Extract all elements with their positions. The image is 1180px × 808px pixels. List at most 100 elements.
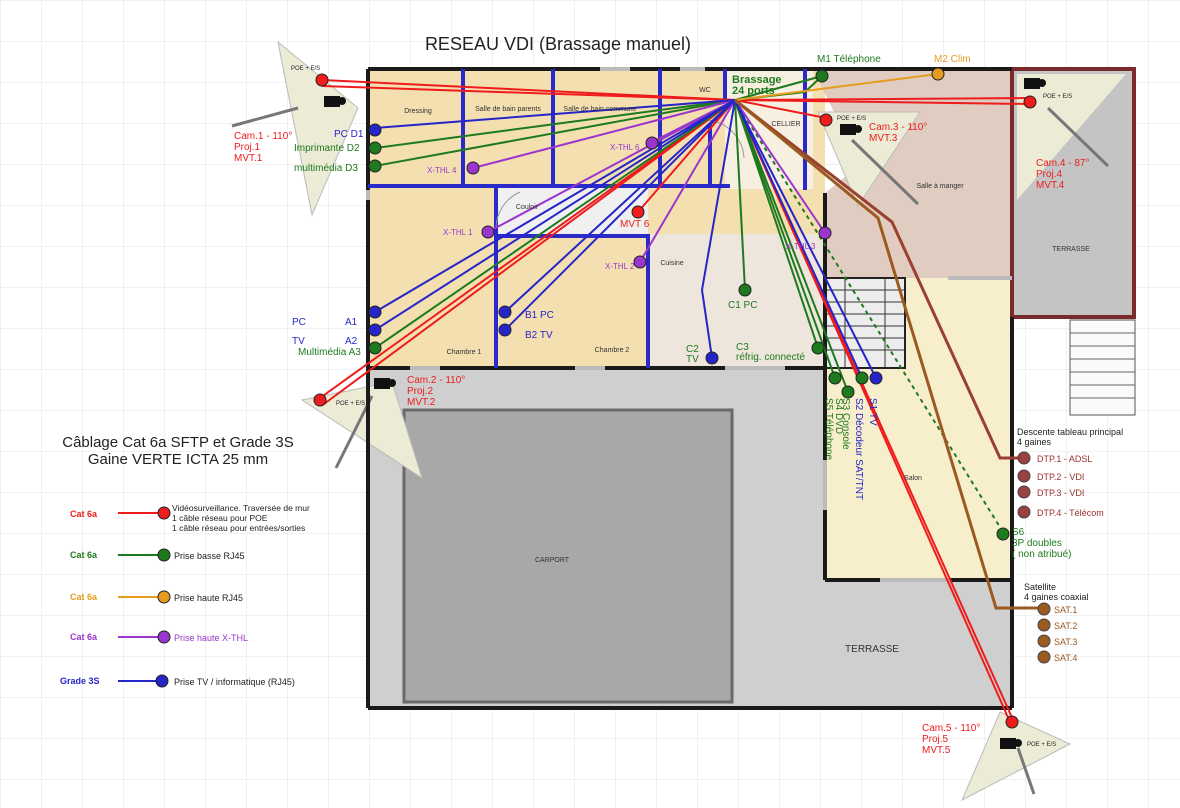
room-carport: CARPORT xyxy=(535,557,570,564)
cam4-label3: MVT.4 xyxy=(1036,180,1065,191)
room-couloir: Couloir xyxy=(516,204,539,211)
descente-title1: Descente tableau principal xyxy=(1017,427,1123,437)
legend-cable-red: Cat 6a xyxy=(70,509,98,519)
xthl2-label: X-THL 2 xyxy=(605,262,635,271)
multimedia-d3-label: multimédia D3 xyxy=(294,163,358,174)
cam4-label1: Cam.4 - 87° xyxy=(1036,158,1089,169)
door-arc xyxy=(495,191,521,229)
dtp4-label: DTP.4 - Télécom xyxy=(1037,508,1104,518)
legend-item-red: Cat 6a Vidéosurveillance. Traversée de m… xyxy=(70,503,310,533)
cam5-poe: POE + E/S xyxy=(1027,742,1056,748)
legend-title2: Gaine VERTE ICTA 25 mm xyxy=(88,451,268,468)
salon-s-labels: S1 TV S2 Décodeur SAT/TNT S3 Console S4 … xyxy=(823,398,878,500)
sat1-label: SAT.1 xyxy=(1054,605,1077,615)
outlet-labels: M1 Téléphone M2 Clim PC D1 Imprimante D2… xyxy=(292,54,1071,560)
cam2-label2: Proj.2 xyxy=(407,386,434,397)
c2-label-line1: C2 xyxy=(686,344,699,355)
s4-label: S4 DVD xyxy=(833,398,844,434)
m1-label: M1 Téléphone xyxy=(817,54,881,65)
page-title: RESEAU VDI (Brassage manuel) xyxy=(425,34,691,54)
sat3-label: SAT.3 xyxy=(1054,637,1077,647)
room-chambre2: Chambre 2 xyxy=(595,347,630,354)
room-labels: Dressing Salle de bain parents Salle de … xyxy=(404,87,1090,564)
legend-title1: Câblage Cat 6a SFTP et Grade 3S xyxy=(62,434,294,451)
room-cellier: CELLIER xyxy=(771,121,800,128)
legend-desc-red-1: Vidéosurveillance. Traversée de mur xyxy=(172,503,310,513)
room-terrasse-top: TERRASSE xyxy=(1052,246,1090,253)
sat2-label: SAT.2 xyxy=(1054,621,1077,631)
cam4-camera-icon xyxy=(1024,78,1046,89)
room-chambre1: Chambre 1 xyxy=(447,349,482,356)
pc-d1-label: PC D1 xyxy=(334,129,364,140)
s6-label-line1: S6 xyxy=(1012,527,1025,538)
cam5-camera-icon xyxy=(1000,738,1022,749)
cam1-label3: MVT.1 xyxy=(234,153,263,164)
sat4-label: SAT.4 xyxy=(1054,653,1077,663)
camera-arrows xyxy=(231,106,1110,795)
outlet-dots xyxy=(313,67,1037,729)
multimedia-a3-label: Multimédia A3 xyxy=(298,347,361,358)
legend-desc-red-3: 1 câble réseau pour entrées/sorties xyxy=(172,523,305,533)
cam5-label3: MVT.5 xyxy=(922,745,951,756)
cam5-label2: Proj.5 xyxy=(922,734,949,745)
s3-label: S3 Console xyxy=(840,398,851,450)
c1-label: C1 PC xyxy=(728,300,757,311)
xthl6-label: X-THL 6 xyxy=(610,143,640,152)
descente-items: DTP.1 - ADSL DTP.2 - VDI DTP.3 - VDI DTP… xyxy=(1037,454,1104,518)
legend-cable-orange: Cat 6a xyxy=(70,592,98,602)
room-cuisine: Cuisine xyxy=(660,260,683,267)
s1-label: S1 TV xyxy=(867,398,878,426)
dtp2-label: DTP.2 - VDI xyxy=(1037,472,1084,482)
legend-item-orange: Cat 6a Prise haute RJ45 xyxy=(70,590,243,604)
legend-desc-green: Prise basse RJ45 xyxy=(174,551,245,561)
cam1-camera-icon xyxy=(324,96,346,107)
room-salon: Salon xyxy=(904,475,922,482)
legend-desc-orange: Prise haute RJ45 xyxy=(174,593,243,603)
xthl4-label: X-THL 4 xyxy=(427,166,457,175)
tv-a2-left: TV xyxy=(292,336,305,347)
room-sdb-parents: Salle de bain parents xyxy=(475,106,541,113)
legend-item-green: Cat 6a Prise basse RJ45 xyxy=(70,548,245,562)
legend: Câblage Cat 6a SFTP et Grade 3S Gaine VE… xyxy=(60,434,310,688)
cam3-label2: MVT.3 xyxy=(869,133,898,144)
cam4-poe: POE + E/S xyxy=(1043,94,1072,100)
c2-label-line2: TV xyxy=(686,354,699,365)
brassage-label-line2: 24 ports xyxy=(732,85,775,97)
cam1-label2: Proj.1 xyxy=(234,142,261,153)
cam3-poe: POE + E/S xyxy=(837,116,866,122)
legend-desc-red-2: 1 câble réseau pour POE xyxy=(172,513,268,523)
camera-devices xyxy=(324,78,1046,749)
cam2-camera-icon xyxy=(374,378,396,389)
camera-labels: Cam.1 - 110° Proj.1 MVT.1 Cam.2 - 110° P… xyxy=(234,122,1089,756)
m2-label: M2 Clim xyxy=(934,54,971,65)
descente-dots xyxy=(1017,451,1031,519)
legend-item-purple: Cat 6a Prise haute X-THL xyxy=(70,630,248,644)
satellite-block: Satellite 4 gaines coaxial xyxy=(1024,582,1089,602)
window-openings xyxy=(366,67,1012,582)
s5-label: S5 Téléphone xyxy=(823,398,834,461)
room-salle-a-manger: Salle à manger xyxy=(916,183,964,190)
pc-a1-left: PC xyxy=(292,317,306,328)
interior-partitions xyxy=(368,69,807,368)
xthl3-label: X-THL 3 xyxy=(786,242,816,251)
imprimante-d2-label: Imprimante D2 xyxy=(294,143,360,154)
cam3-label1: Cam.3 - 110° xyxy=(869,122,927,133)
legend-desc-blue: Prise TV / informatique (RJ45) xyxy=(174,677,295,687)
satellite-items: SAT.1 SAT.2 SAT.3 SAT.4 xyxy=(1054,605,1077,663)
poe-labels: POE + E/S POE + E/S POE + E/S POE + E/S … xyxy=(291,66,1072,748)
carport-zone xyxy=(402,408,734,704)
cam2-label3: MVT.2 xyxy=(407,397,436,408)
tv-a2-right: A2 xyxy=(345,336,358,347)
cam1-label1: Cam.1 - 110° xyxy=(234,131,292,142)
exterior-stairs xyxy=(1069,319,1136,416)
cam1-poe: POE + E/S xyxy=(291,66,320,72)
cam2-label1: Cam.2 - 110° xyxy=(407,375,465,386)
cam3-camera-icon xyxy=(840,124,862,135)
dtp1-label: DTP.1 - ADSL xyxy=(1037,454,1092,464)
cam2-poe: POE + E/S xyxy=(336,401,365,407)
legend-desc-purple: Prise haute X-THL xyxy=(174,633,248,643)
legend-item-blue: Grade 3S Prise TV / informatique (RJ45) xyxy=(60,674,295,688)
s6-label-line3: ( non atribué) xyxy=(1012,549,1071,560)
brassage-label-line1: Brassage xyxy=(732,74,782,86)
